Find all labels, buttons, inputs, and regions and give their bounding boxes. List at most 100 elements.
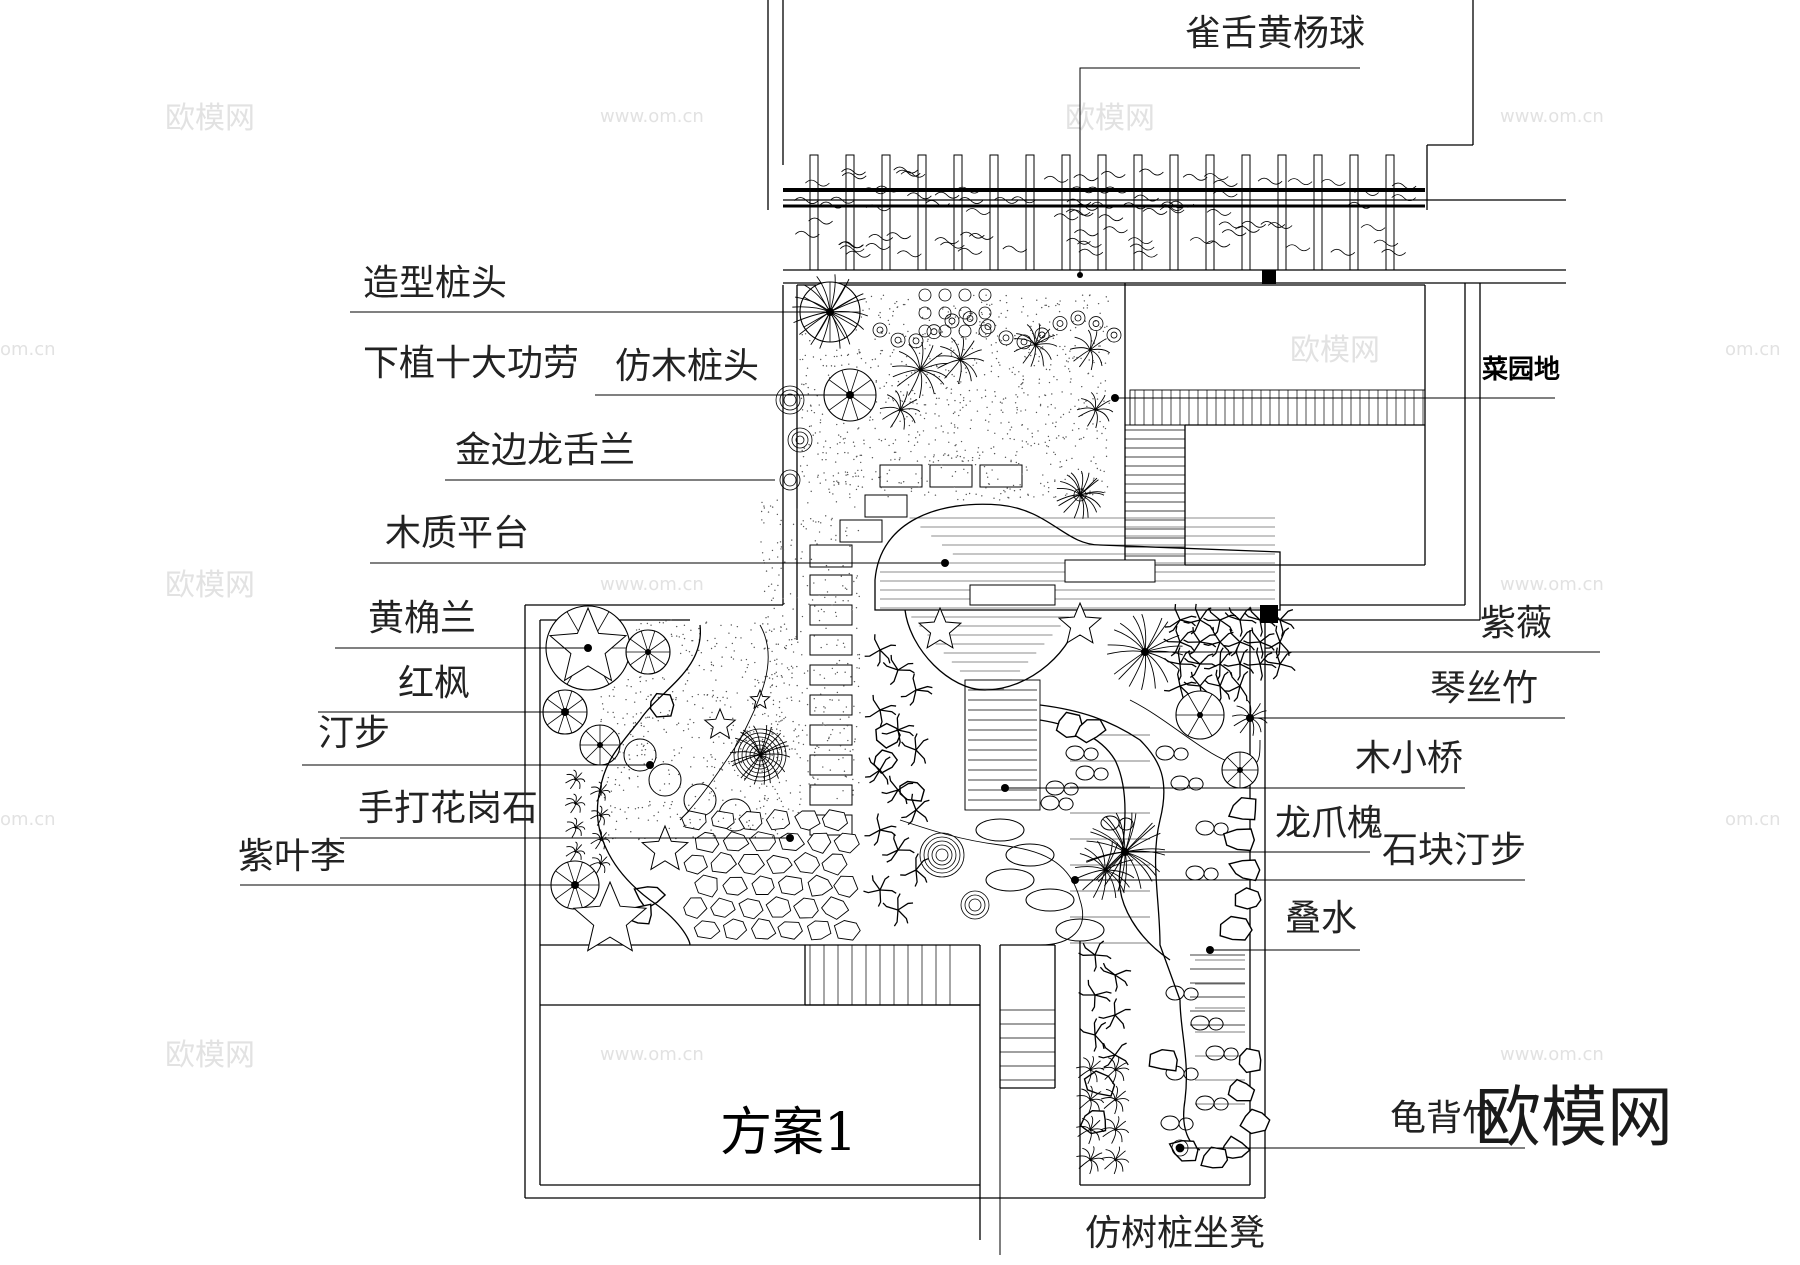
gravel-dot <box>802 455 805 458</box>
rock <box>1219 915 1253 941</box>
gravel-dot <box>653 814 655 817</box>
gravel-dot <box>950 457 953 459</box>
palm-plant-symbol <box>1076 1115 1105 1145</box>
palm-plant-symbol <box>590 805 611 826</box>
vine-stroke <box>934 237 960 244</box>
flower-shrub-symbol <box>1175 690 1225 740</box>
gravel-dot <box>799 465 802 467</box>
paving-stone <box>821 809 849 832</box>
gravel-dot <box>1020 410 1022 412</box>
gravel-dot <box>1068 357 1070 359</box>
gravel-dot <box>1104 362 1107 364</box>
gravel-dot <box>885 382 888 384</box>
gravel-dot <box>671 691 674 693</box>
watermark-text: 欧模网 <box>165 101 255 136</box>
gravel-dot <box>763 776 765 779</box>
vine-stroke <box>1103 186 1129 194</box>
gravel-dot <box>836 691 839 694</box>
gravel-dot <box>881 332 883 335</box>
gravel-dot <box>1099 469 1102 471</box>
gravel-dot <box>830 524 832 527</box>
gravel-dot <box>1018 371 1020 373</box>
shrub-ball-symbol <box>944 313 960 329</box>
gravel-dot <box>907 330 909 333</box>
stepping-stone <box>975 818 1025 842</box>
gravel-dot <box>1049 369 1051 371</box>
gravel-dot <box>933 454 935 456</box>
gravel-dot <box>950 354 953 356</box>
gravel-dot <box>1047 481 1049 484</box>
gravel-dot <box>997 375 1000 378</box>
label-muzhi-pingtai: 木质平台 <box>385 513 529 554</box>
gravel-dot <box>896 306 899 308</box>
gravel-dot <box>968 492 971 495</box>
gravel-dot <box>1052 422 1054 424</box>
gravel-dot <box>1103 400 1105 402</box>
gravel-dot <box>668 783 671 785</box>
gravel-dot <box>842 757 844 759</box>
gravel-dot <box>1106 325 1108 328</box>
gravel-dot <box>1024 409 1027 411</box>
gravel-dot <box>1081 385 1083 388</box>
gravel-dot <box>667 769 670 771</box>
gravel-dot <box>678 636 681 638</box>
gravel-dot <box>801 692 803 694</box>
gravel-dot <box>956 427 959 429</box>
gravel-dot <box>711 696 714 698</box>
gravel-dot <box>712 741 715 744</box>
gravel-dot <box>813 754 816 757</box>
trellis-post <box>1349 154 1359 271</box>
gravel-dot <box>1061 391 1063 393</box>
brand-watermark-large: 欧模网 <box>1475 1079 1673 1156</box>
gravel-dot <box>908 424 911 427</box>
gravel-dot <box>774 659 776 662</box>
gravel-dot <box>853 705 855 707</box>
gravel-dot <box>800 798 802 800</box>
gravel-dot <box>1024 355 1026 358</box>
palm-plant-symbol <box>1013 323 1058 367</box>
gravel-dot <box>771 630 773 633</box>
gravel-dot <box>807 393 810 395</box>
gravel-dot <box>672 698 674 700</box>
gravel-dot <box>1048 305 1050 308</box>
gravel-dot <box>784 716 787 718</box>
water-ripple <box>1190 1015 1210 1031</box>
gravel-dot <box>953 305 955 307</box>
gravel-dot <box>781 818 784 821</box>
gravel-dot <box>846 724 849 727</box>
gravel-dot <box>1002 398 1005 400</box>
gravel-dot <box>840 575 843 578</box>
gravel-dot <box>761 738 764 741</box>
gravel-dot <box>632 735 634 738</box>
gravel-dot <box>792 651 795 653</box>
gravel-dot <box>783 602 785 605</box>
gravel-dot <box>964 449 966 452</box>
gravel-dot <box>691 783 694 786</box>
gravel-dot <box>1101 480 1103 482</box>
vine-stroke <box>968 233 994 240</box>
paving-stone <box>737 853 765 875</box>
gravel-dot <box>796 508 798 510</box>
gravel-dot <box>815 521 817 523</box>
watermark-url: www.om.cn <box>600 574 704 595</box>
gravel-dot <box>994 432 996 434</box>
gravel-dot <box>869 419 871 421</box>
stepping-stone <box>1025 888 1075 912</box>
gravel-dot <box>828 488 830 490</box>
shrub-ball-symbol <box>958 288 972 302</box>
vine-stroke <box>1158 204 1184 211</box>
granite-paving <box>681 809 861 941</box>
gravel-dot <box>946 399 948 401</box>
gravel-dot <box>644 748 647 751</box>
gravel-dot <box>928 319 931 322</box>
gravel-dot <box>852 794 854 796</box>
gravel-dot <box>622 789 625 791</box>
gravel-dot <box>1059 300 1061 302</box>
gravel-dot <box>1068 411 1071 413</box>
vine-stroke <box>1139 168 1164 176</box>
palm-plant-symbol <box>1056 470 1105 519</box>
vine-stroke <box>1161 201 1186 209</box>
gravel-dot <box>640 676 642 678</box>
gravel-dot <box>892 442 894 445</box>
gravel-dot <box>790 544 792 547</box>
